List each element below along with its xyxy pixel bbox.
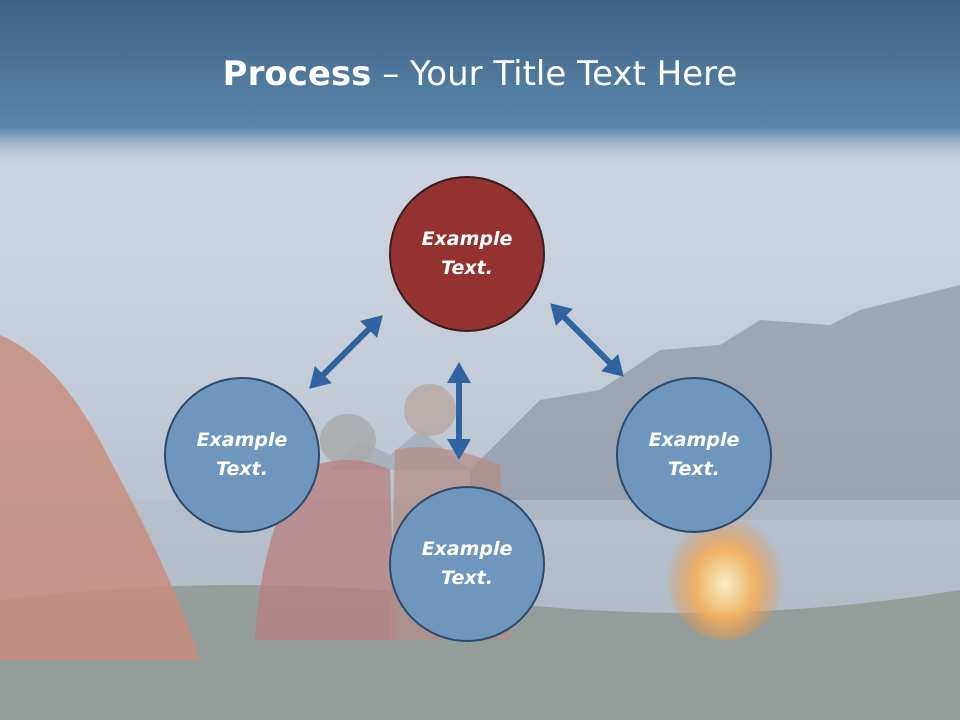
node-left-line1: Example — [196, 429, 288, 451]
node-bottom-line1: Example — [421, 538, 513, 560]
node-right-line1: Example — [648, 429, 740, 451]
title-strong: Process — [222, 54, 372, 94]
node-left-line2: Text. — [216, 458, 268, 480]
title-dash: – — [371, 54, 411, 94]
node-top-line1: Example — [421, 228, 513, 250]
process-node-right[interactable]: Example Text. — [616, 377, 772, 533]
tent-icon — [0, 335, 200, 660]
process-node-top[interactable]: Example Text. — [389, 176, 545, 332]
node-top-line2: Text. — [441, 257, 493, 279]
slide-title: Process – Your Title Text Here — [0, 50, 960, 98]
process-node-bottom[interactable]: Example Text. — [389, 486, 545, 642]
campfire-icon — [665, 500, 785, 640]
process-node-left[interactable]: Example Text. — [164, 377, 320, 533]
title-rest: Your Title Text Here — [410, 54, 738, 94]
node-bottom-line2: Text. — [441, 567, 493, 589]
node-right-line2: Text. — [668, 458, 720, 480]
